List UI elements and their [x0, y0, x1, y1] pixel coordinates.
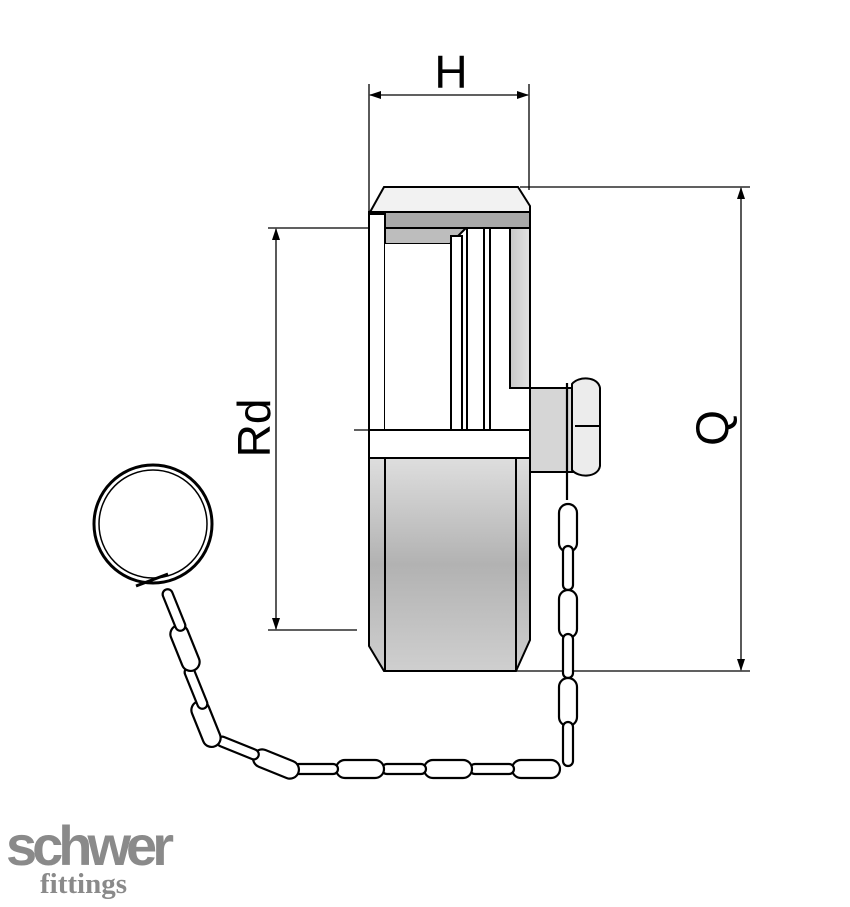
ring	[92, 463, 214, 588]
schwer-logo: schwer fittings	[6, 818, 206, 903]
dimension-h	[368, 84, 530, 212]
dimension-h-label: H	[434, 46, 467, 98]
dimension-q	[516, 186, 750, 672]
dimension-rd	[268, 227, 380, 631]
cap-body	[354, 186, 601, 672]
dimension-q-label: Q	[686, 410, 738, 446]
chain	[161, 383, 579, 780]
logo-sub: fittings	[40, 868, 127, 900]
dimension-rd-label: Rd	[228, 399, 280, 458]
logo-brand: schwer	[6, 814, 174, 877]
